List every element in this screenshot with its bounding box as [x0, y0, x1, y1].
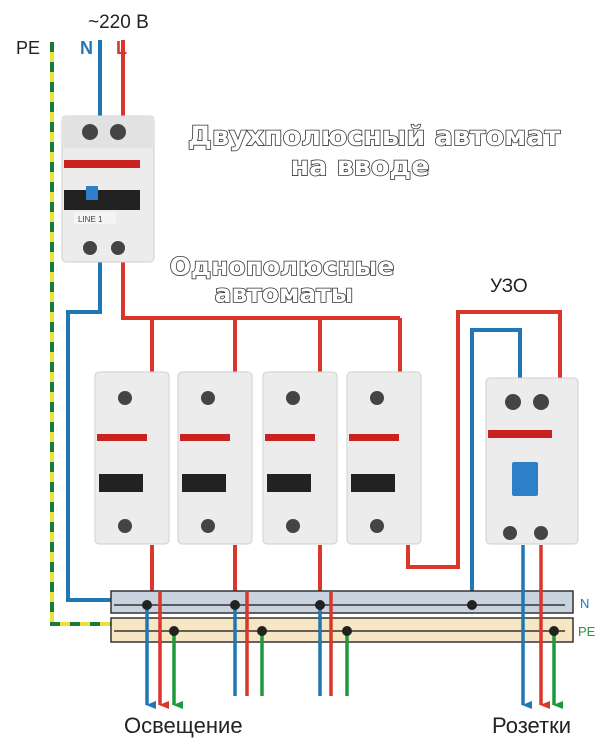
outgoing-circuits	[142, 545, 563, 709]
l-top-label: L	[116, 38, 127, 58]
single-pole-title-line2: автоматы	[215, 279, 354, 308]
rcd-phase-wire	[406, 310, 562, 569]
neutral-to-bus-wire	[66, 262, 111, 602]
pe-wire	[50, 42, 111, 626]
main-breaker-title-line2: на вводе	[290, 151, 429, 182]
neutral-connection-dot	[142, 600, 152, 610]
rcd-neutral-connection-dot	[467, 600, 477, 610]
main-two-pole-breaker: LINE 1	[61, 115, 155, 263]
rcd-neutral-wire	[470, 328, 522, 605]
rcd-device	[485, 377, 579, 545]
main-breaker-title-line1: Двухполюсный автомат	[188, 121, 561, 152]
bus-n-label: N	[580, 596, 589, 611]
single-pole-title-line1: Однополюсные	[170, 252, 395, 281]
outgoing-circuit	[521, 545, 563, 709]
outgoing-circuit	[142, 591, 183, 709]
neutral-bus	[110, 590, 574, 614]
pe-bus	[110, 617, 574, 643]
single-pole-breaker	[346, 371, 422, 545]
outgoing-circuit	[230, 591, 267, 696]
single-pole-breaker	[94, 371, 170, 591]
n-top-label: N	[80, 38, 93, 58]
outgoing-circuit	[315, 591, 352, 696]
neutral-connection-dot	[315, 600, 325, 610]
single-pole-breakers	[94, 371, 422, 591]
pe-connection-dot	[169, 626, 179, 636]
pe-connection-dot	[257, 626, 267, 636]
sockets-label: Розетки	[492, 713, 571, 738]
single-pole-breaker	[177, 371, 253, 591]
bus-pe-label: PE	[578, 624, 596, 639]
neutral-connection-dot	[230, 600, 240, 610]
rcd-label: УЗО	[490, 276, 528, 297]
lighting-label: Освещение	[124, 713, 243, 738]
phase-distribution-wire	[121, 262, 402, 374]
single-pole-breaker	[262, 371, 338, 591]
pe-connection-dot	[549, 626, 559, 636]
pe-connection-dot	[342, 626, 352, 636]
voltage-label: ~220 В	[88, 12, 149, 33]
pe-top-label: PE	[16, 38, 40, 58]
main-breaker-tag: LINE 1	[78, 215, 103, 224]
